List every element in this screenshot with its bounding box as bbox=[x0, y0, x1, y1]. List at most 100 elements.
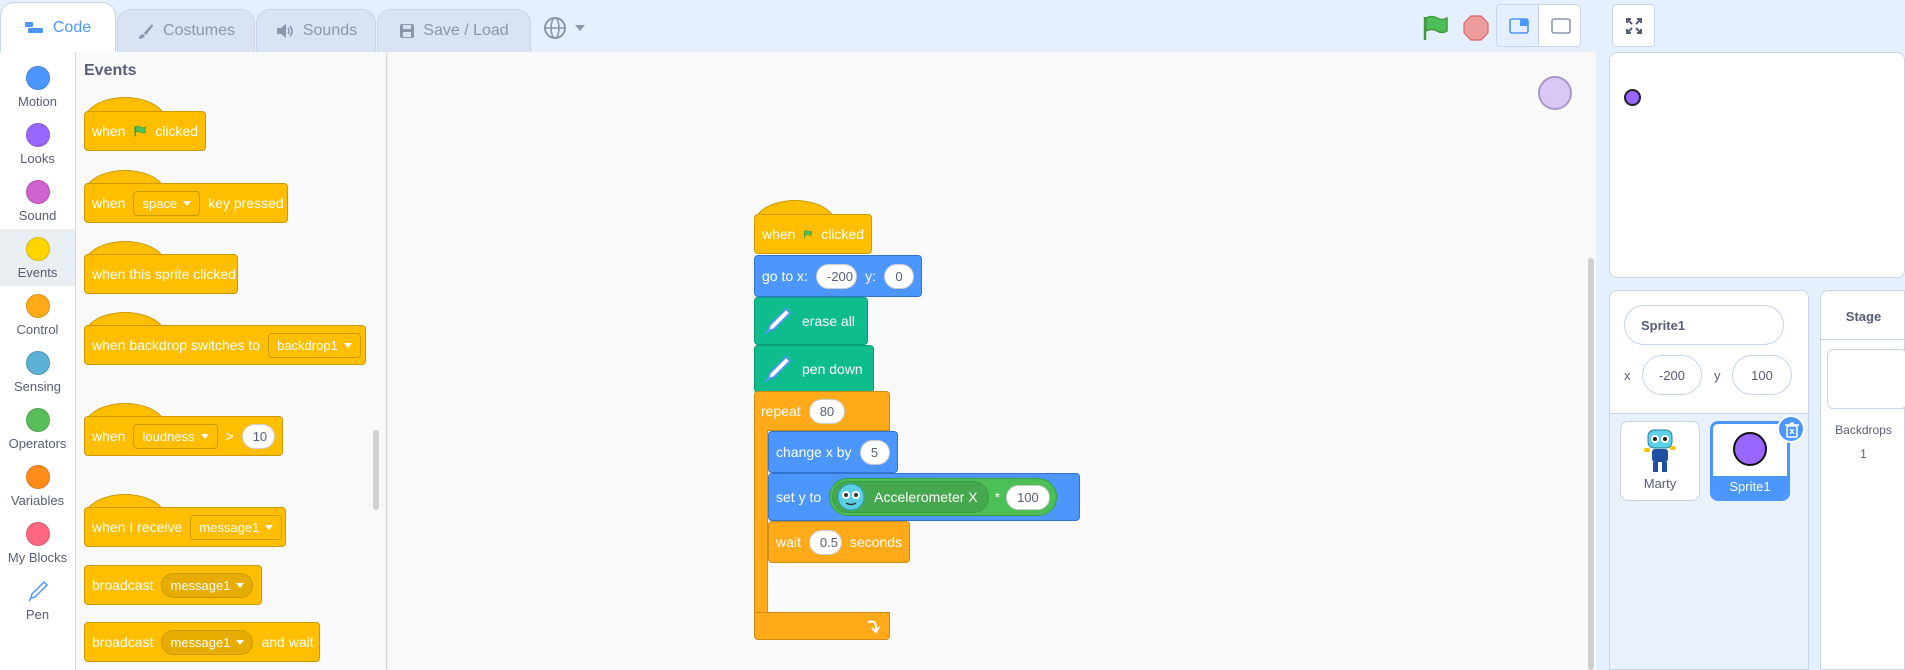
chevron-down-icon bbox=[343, 342, 352, 348]
my-blocks-icon bbox=[25, 522, 50, 546]
sprite-tile-marty[interactable]: Marty bbox=[1620, 421, 1700, 501]
pen-icon bbox=[764, 355, 792, 383]
repeat-header: repeat 80 bbox=[761, 391, 846, 431]
wait-seconds-input[interactable]: 0.5 bbox=[808, 529, 842, 555]
language-button[interactable] bbox=[543, 16, 587, 40]
category-variables[interactable]: Variables bbox=[0, 457, 75, 514]
marty-face-icon bbox=[837, 483, 865, 511]
backdrop-dropdown[interactable]: backdrop1 bbox=[268, 332, 361, 358]
category-pen[interactable]: Pen bbox=[0, 571, 75, 628]
tab-code[interactable]: Code bbox=[0, 2, 116, 52]
globe-icon bbox=[544, 17, 566, 39]
variables-icon bbox=[25, 465, 50, 489]
stage-title: Stage bbox=[1845, 309, 1882, 324]
code-icon bbox=[24, 21, 43, 33]
chevron-down-icon bbox=[265, 524, 274, 530]
sprite1-name-bar: Sprite1 bbox=[1713, 476, 1787, 498]
category-operators[interactable]: Operators bbox=[0, 400, 75, 457]
message-dropdown[interactable]: message1 bbox=[190, 514, 283, 540]
tab-save-load-label: Save / Load bbox=[423, 22, 509, 39]
stage-divider bbox=[1821, 339, 1905, 340]
sprite-name-field[interactable]: Sprite1 bbox=[1624, 305, 1784, 345]
script-set-y[interactable]: set y to Accelerometer X * 100 bbox=[768, 473, 1080, 521]
category-looks[interactable]: Looks bbox=[0, 115, 75, 172]
key-dropdown[interactable]: space bbox=[133, 190, 201, 216]
large-stage-button[interactable] bbox=[1538, 4, 1581, 47]
x-label: x bbox=[1624, 368, 1631, 383]
motion-icon bbox=[25, 66, 50, 90]
pen-icon bbox=[764, 307, 792, 335]
loop-arrow-icon bbox=[867, 620, 880, 634]
palette-when-i-receive[interactable]: when I receive message1 bbox=[84, 507, 286, 547]
palette-when-sprite-clicked[interactable]: when this sprite clicked bbox=[84, 254, 238, 294]
palette-heading: Events bbox=[84, 62, 137, 79]
y-label: y bbox=[1714, 368, 1721, 383]
events-icon bbox=[25, 237, 50, 261]
category-control[interactable]: Control bbox=[0, 286, 75, 343]
looks-icon bbox=[25, 123, 50, 147]
message-dropdown[interactable]: message1 bbox=[161, 629, 254, 655]
script-change-x[interactable]: change x by 5 bbox=[768, 431, 898, 473]
script-repeat-bottom[interactable] bbox=[754, 612, 890, 640]
code-workspace[interactable]: when clicked go to x: -200 y: 0 erase al… bbox=[388, 52, 1596, 670]
stop-icon bbox=[1463, 15, 1489, 41]
category-motion[interactable]: Motion bbox=[0, 58, 75, 115]
sensor-dropdown[interactable]: loudness bbox=[133, 423, 218, 449]
tab-save-load[interactable]: Save / Load bbox=[377, 9, 531, 52]
backdrops-count: 1 bbox=[1860, 447, 1867, 461]
small-stage-button[interactable] bbox=[1496, 4, 1539, 47]
sprite1-on-stage[interactable] bbox=[1624, 89, 1641, 106]
delete-sprite-button[interactable] bbox=[1777, 415, 1805, 443]
multiply-reporter[interactable]: Accelerometer X * 100 bbox=[829, 478, 1057, 516]
fullscreen-button[interactable] bbox=[1612, 4, 1655, 47]
script-go-to-xy[interactable]: go to x: -200 y: 0 bbox=[754, 255, 922, 297]
backdrop-thumbnail[interactable] bbox=[1827, 349, 1905, 409]
large-stage-icon bbox=[1551, 18, 1571, 34]
sensor-reporter[interactable]: Accelerometer X bbox=[832, 481, 989, 513]
palette-when-loudness[interactable]: when loudness > 10 bbox=[84, 416, 283, 456]
change-x-input[interactable]: 5 bbox=[859, 439, 890, 465]
green-flag-icon bbox=[134, 125, 147, 137]
y-input[interactable]: 0 bbox=[884, 263, 914, 289]
chevron-down-icon bbox=[236, 639, 245, 645]
script-pen-down[interactable]: pen down bbox=[754, 345, 874, 393]
stop-button[interactable] bbox=[1462, 14, 1490, 42]
message-dropdown[interactable]: message1 bbox=[161, 572, 254, 598]
menu-bar: Code Costumes Sounds Save / Load bbox=[0, 0, 1905, 52]
category-my-blocks[interactable]: My Blocks bbox=[0, 514, 75, 571]
control-icon bbox=[25, 294, 50, 318]
repeat-count-input[interactable]: 80 bbox=[808, 398, 846, 424]
script-wait[interactable]: wait 0.5 seconds bbox=[768, 521, 910, 563]
palette-scrollbar[interactable] bbox=[373, 430, 379, 510]
chevron-down-icon bbox=[236, 582, 245, 588]
stage-target-panel[interactable]: Stage Backdrops 1 bbox=[1820, 290, 1905, 670]
palette-when-key-pressed[interactable]: when space key pressed bbox=[84, 183, 288, 223]
script-when-flag-clicked[interactable]: when clicked bbox=[754, 214, 872, 254]
tab-sounds[interactable]: Sounds bbox=[256, 9, 376, 52]
category-events[interactable]: Events bbox=[0, 229, 75, 286]
tab-code-label: Code bbox=[52, 18, 92, 36]
category-sound[interactable]: Sound bbox=[0, 172, 75, 229]
script-erase-all[interactable]: erase all bbox=[754, 297, 868, 345]
tab-costumes[interactable]: Costumes bbox=[117, 9, 255, 52]
sprite-x-field[interactable]: -200 bbox=[1642, 355, 1702, 395]
palette-broadcast-and-wait[interactable]: broadcast message1 and wait bbox=[84, 622, 320, 662]
multiplier-input[interactable]: 100 bbox=[1006, 484, 1050, 510]
workspace-scrollbar[interactable] bbox=[1588, 258, 1594, 670]
stage-canvas[interactable] bbox=[1609, 52, 1905, 278]
category-menu: Motion Looks Sound Events Control Sensin… bbox=[0, 52, 76, 670]
threshold-input[interactable]: 10 bbox=[241, 423, 275, 449]
palette-broadcast[interactable]: broadcast message1 bbox=[84, 565, 262, 605]
category-sensing[interactable]: Sensing bbox=[0, 343, 75, 400]
green-flag-button[interactable] bbox=[1420, 14, 1450, 42]
sprite-tile-sprite1[interactable]: Sprite1 bbox=[1710, 421, 1790, 501]
sprite-y-field[interactable]: 100 bbox=[1732, 355, 1792, 395]
palette-when-backdrop-switches[interactable]: when backdrop switches to backdrop1 bbox=[84, 325, 366, 365]
sprite1-thumbnail bbox=[1733, 432, 1767, 466]
operators-icon bbox=[25, 408, 50, 432]
sensing-icon bbox=[25, 351, 50, 375]
x-input[interactable]: -200 bbox=[815, 263, 858, 289]
palette-when-flag-clicked[interactable]: when clicked bbox=[84, 111, 206, 151]
speaker-icon bbox=[276, 24, 293, 38]
chevron-down-icon bbox=[183, 200, 192, 206]
